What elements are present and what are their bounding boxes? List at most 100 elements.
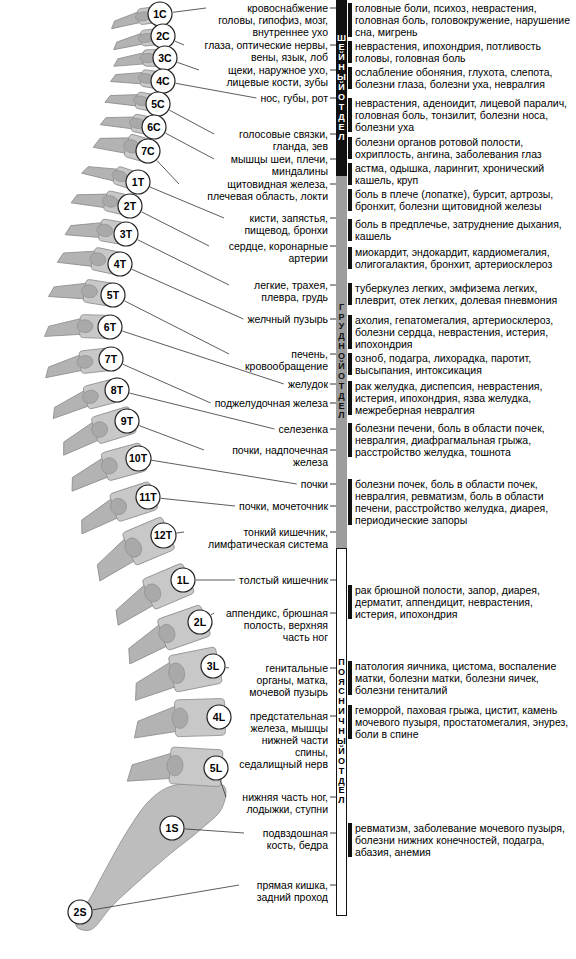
callout-outline xyxy=(171,568,195,592)
symptom-bracket xyxy=(348,3,352,37)
symptom-label: геморрой, паховая грыжа, цистит, камень … xyxy=(355,704,573,740)
vertebra-callout: 3C xyxy=(152,45,178,71)
callout-outline xyxy=(115,409,139,433)
transverse-process xyxy=(108,496,128,517)
symptom-text: патология яичника, цистома, воспаление м… xyxy=(355,660,573,696)
callout-outline xyxy=(204,756,228,780)
symptom-bracket xyxy=(348,479,352,525)
callout-number: 3T xyxy=(120,228,132,240)
organ-label: толстый кишечник xyxy=(239,574,328,586)
vertebra-callout: 1T xyxy=(125,169,151,195)
leader-line xyxy=(122,331,284,384)
symptom-bracket xyxy=(348,823,352,857)
symptom-label: рак желудка, диспепсия, неврастения, ист… xyxy=(355,380,573,416)
vertebra-callout: 3L xyxy=(200,653,226,679)
transverse-process xyxy=(81,284,99,299)
symptom-bracket xyxy=(348,67,352,89)
callout-number: 6C xyxy=(147,121,160,133)
organ-label: генитальные органы, матка, мочевой пузыр… xyxy=(233,662,328,698)
transverse-process xyxy=(101,194,119,209)
organ-text: печень, кровообращение xyxy=(233,348,328,372)
symptom-bracket xyxy=(348,585,352,619)
symptom-label: болезни почек, боль в области почек, нев… xyxy=(355,478,573,526)
vertebra-callout: 1C xyxy=(147,1,173,27)
organ-text: нижняя часть ног, лодыжки, ступни xyxy=(230,791,328,815)
transverse-process xyxy=(156,622,177,645)
organ-text: мышцы шеи, плечи, миндалины xyxy=(218,153,328,177)
vertebra-callout: 2S xyxy=(67,899,93,925)
leader-line xyxy=(220,780,226,797)
transverse-process xyxy=(90,420,110,440)
callout-number: 1L xyxy=(177,574,189,586)
organ-label: кровоснабжение головы, гипофиз, мозг, вн… xyxy=(210,2,328,38)
organ-text: нос, губы, рот xyxy=(260,92,328,104)
callout-number: 4L xyxy=(213,711,225,723)
organ-text: щитовидная железа, плечевая область, лок… xyxy=(183,178,328,202)
transverse-process xyxy=(77,319,93,332)
symptom-bracket xyxy=(348,41,352,63)
organ-text: глаза, оптические нервы, вены, язык, лоб xyxy=(188,39,328,63)
spinous-process xyxy=(133,705,178,738)
leader-line xyxy=(175,41,184,45)
organ-text: почки, надпочечная железа xyxy=(208,444,328,468)
callout-number: 2L xyxy=(194,616,206,628)
callout-number: 7T xyxy=(105,353,117,365)
organ-text: подвздошная кость, бедра xyxy=(248,827,328,851)
callout-number: 1S xyxy=(166,822,179,834)
organ-text: генитальные органы, матка, мочевой пузыр… xyxy=(233,662,328,698)
symptom-text: ослабление обоняния, глухота, слепота, б… xyxy=(355,66,573,90)
organ-label: голосовые связки, гланда, зев xyxy=(218,128,328,152)
organ-text: селезенка xyxy=(279,423,328,435)
callout-number: 6T xyxy=(104,321,116,333)
leader-line xyxy=(139,426,204,450)
callout-outline xyxy=(136,485,160,509)
symptom-text: астма, одышка, ларингит, хронический каш… xyxy=(355,162,573,186)
sacrum xyxy=(76,782,226,931)
organ-text: почки, мочеточник xyxy=(239,500,328,512)
organ-text: легкие, трахея, плевра, грудь xyxy=(233,279,328,303)
leader-line xyxy=(123,364,211,403)
leader-line xyxy=(132,269,244,319)
callout-outline xyxy=(151,69,175,93)
vertebral-body xyxy=(142,563,195,610)
callout-outline xyxy=(151,24,175,48)
leader-line xyxy=(169,110,214,134)
symptom-label: озноб, подагра, лихорадка, паротит, высы… xyxy=(355,352,573,376)
leader-line xyxy=(157,160,179,184)
symptom-text: болезни почек, боль в области почек, нев… xyxy=(355,478,573,526)
spine-section-band: ШЕЙНЫЙ ОТДЕЛ xyxy=(336,0,347,176)
vertebra-callout: 7C xyxy=(135,138,161,164)
organ-label: щитовидная железа, плечевая область, лок… xyxy=(183,178,328,202)
callout-outline xyxy=(188,610,212,634)
organ-text: желчный пузырь xyxy=(247,313,328,325)
vertebra-callout: 4T xyxy=(107,251,133,277)
vertebra-callout: 5T xyxy=(100,282,126,308)
organ-label: поджелудочная железа xyxy=(215,397,328,409)
transverse-process xyxy=(172,708,189,729)
vertebra-callout: 4L xyxy=(206,704,232,730)
callout-outline xyxy=(201,654,225,678)
vertebra-callout: 10T xyxy=(125,445,152,472)
symptom-label: неврастения, аденоидит, лицевой паралич,… xyxy=(355,97,573,133)
symptom-bracket xyxy=(348,705,352,739)
callout-outline xyxy=(153,46,177,70)
transverse-process xyxy=(167,662,187,685)
vertebral-body xyxy=(157,604,211,650)
transverse-process xyxy=(166,755,183,777)
organ-text: поджелудочная железа xyxy=(215,397,328,409)
section-name: ГРУДНОЙ ОТДЕЛ xyxy=(337,303,346,422)
callout-number: 1T xyxy=(132,176,144,188)
callout-outline xyxy=(136,139,160,163)
callout-number: 5L xyxy=(210,762,222,774)
vertebra-callout: 6C xyxy=(141,114,167,140)
callout-number: 1C xyxy=(153,8,166,20)
callout-outline xyxy=(101,283,125,307)
organ-text: почки xyxy=(301,478,328,490)
leader-line xyxy=(151,460,296,484)
leader-line xyxy=(196,580,235,581)
vertebra-callout: 1L xyxy=(170,567,196,593)
callout-outline xyxy=(151,523,176,548)
callout-number: 11T xyxy=(139,491,157,503)
symptom-text: геморрой, паховая грыжа, цистит, камень … xyxy=(355,704,573,740)
